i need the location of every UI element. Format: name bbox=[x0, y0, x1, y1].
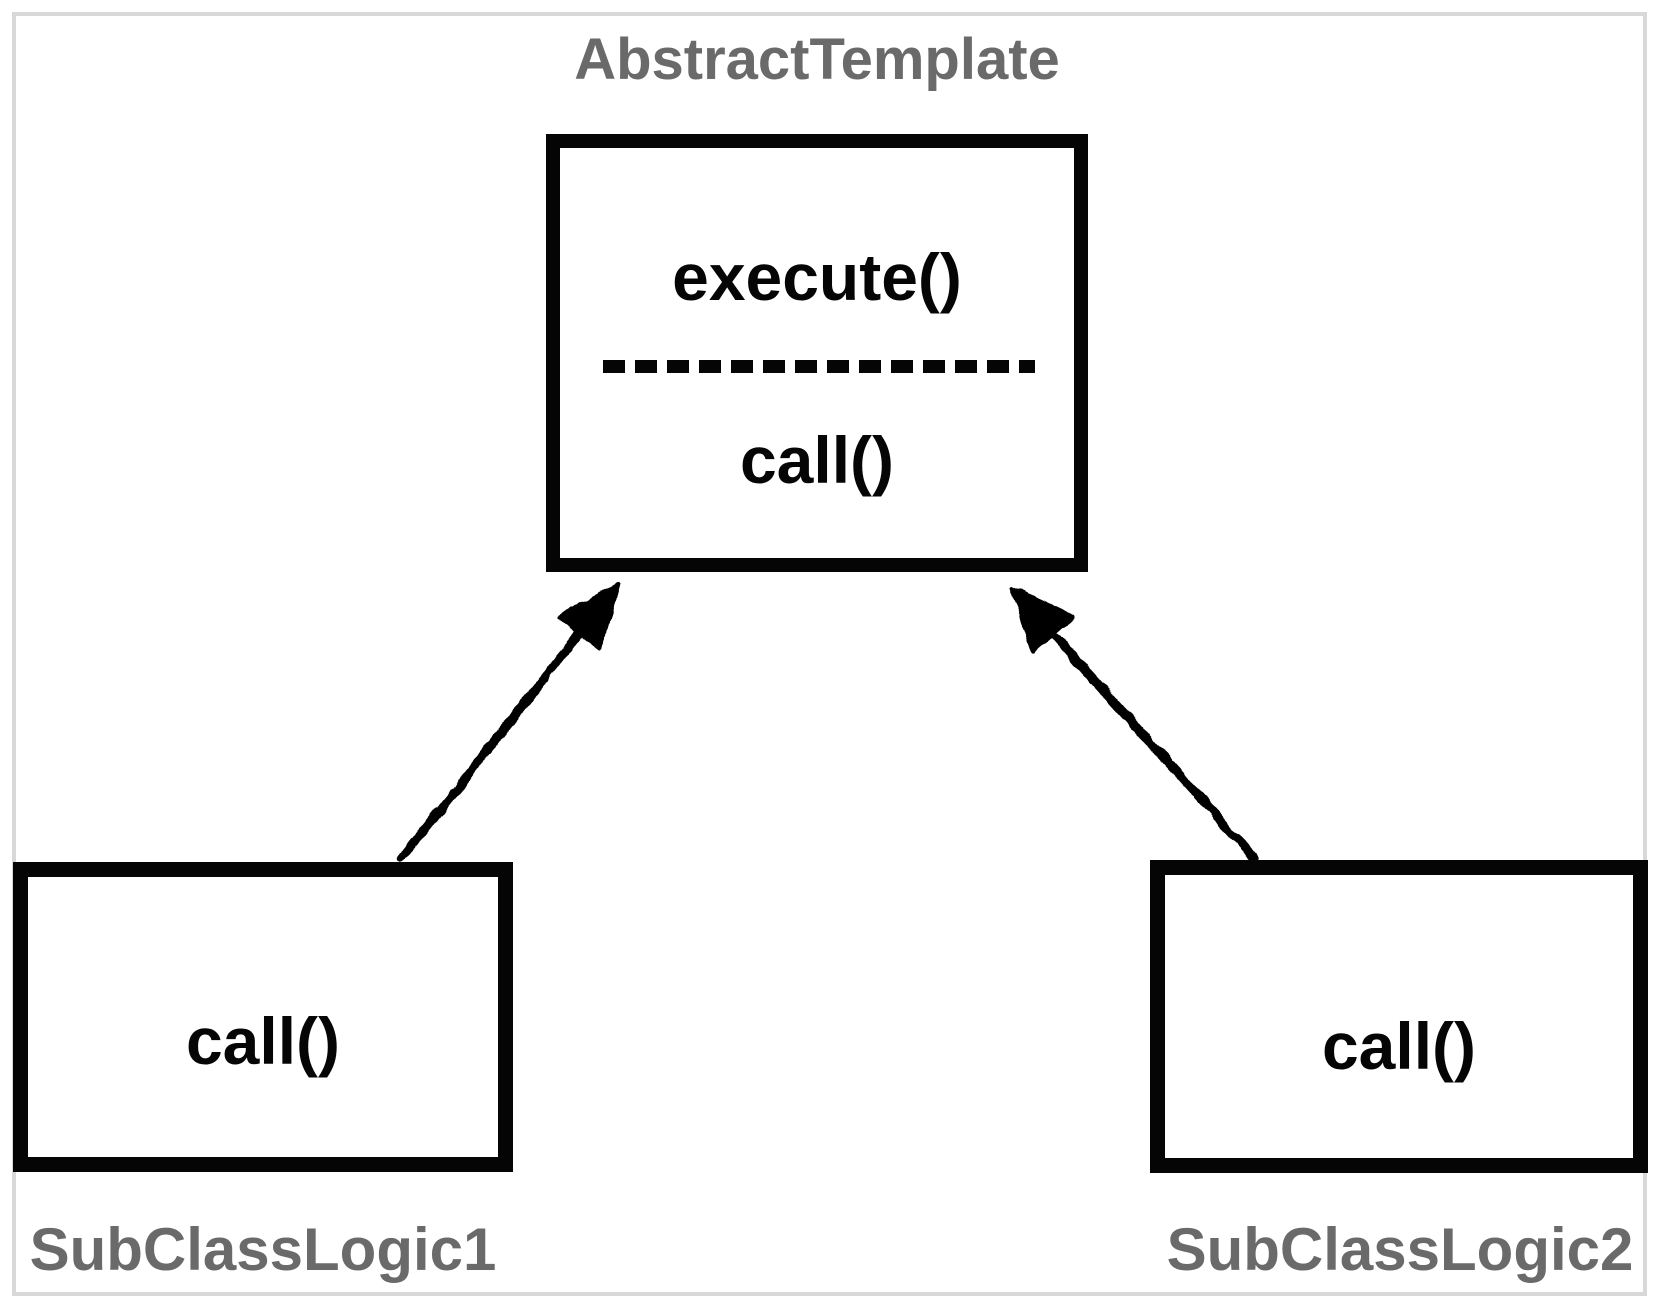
subclass2-method-label: call() bbox=[1321, 1009, 1477, 1083]
subclass1-title: SubClassLogic1 bbox=[29, 1216, 497, 1283]
hook-method-label: call() bbox=[739, 423, 895, 497]
node-subclass-logic-2: call() bbox=[1150, 860, 1648, 1173]
abstract-class-title: AbstractTemplate bbox=[574, 27, 1060, 92]
subclass2-title: SubClassLogic2 bbox=[1166, 1216, 1634, 1283]
method-separator-dashed-line bbox=[603, 360, 1035, 373]
subclass1-method-label: call() bbox=[185, 1004, 341, 1078]
template-method-label: execute() bbox=[672, 240, 962, 314]
node-subclass-logic-1: call() bbox=[13, 862, 513, 1172]
node-abstract-template: execute() call() bbox=[546, 134, 1088, 572]
